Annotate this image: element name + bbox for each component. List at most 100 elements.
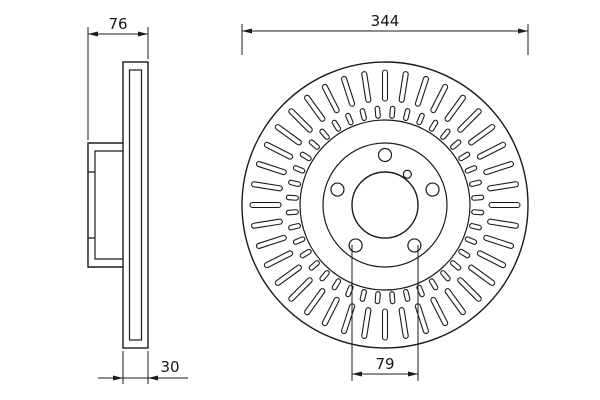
- dimension-outer-diameter: 344: [241, 12, 529, 55]
- dimension-ring-thickness: 30: [98, 351, 188, 384]
- vent-slot: [331, 278, 342, 291]
- vent-slot: [416, 112, 425, 126]
- arrowhead-left: [242, 28, 252, 34]
- side-view: [87, 61, 149, 349]
- bolt-hole: [330, 182, 345, 197]
- vent-slot: [468, 264, 496, 286]
- vent-slot: [263, 250, 294, 269]
- vent-slot: [464, 236, 478, 245]
- vent-slot: [458, 151, 471, 162]
- vent-slot: [414, 303, 429, 335]
- vent-slot: [251, 181, 283, 192]
- vent-slot: [476, 141, 507, 160]
- vent-slot: [468, 124, 496, 146]
- bolt-hole: [348, 238, 363, 253]
- vent-slot: [304, 288, 326, 316]
- vent-slot: [487, 218, 519, 229]
- vent-slot: [308, 139, 320, 150]
- arrowhead-left: [113, 375, 123, 381]
- vent-slot: [274, 264, 302, 286]
- vent-slot: [381, 308, 389, 341]
- bolt-hole: [377, 147, 393, 163]
- vent-slot: [457, 108, 482, 133]
- vent-slot: [255, 161, 287, 176]
- vent-cavity-profile: [128, 69, 143, 341]
- vent-slot: [292, 165, 306, 174]
- vent-slot: [251, 218, 283, 229]
- vent-slot: [444, 288, 466, 316]
- vent-slot: [359, 108, 367, 122]
- bolt-hole: [425, 182, 440, 197]
- vent-slot: [341, 75, 356, 107]
- vent-slot: [444, 94, 466, 122]
- vent-slot: [487, 181, 519, 192]
- vent-slot: [308, 260, 320, 271]
- vent-slot: [398, 307, 409, 339]
- vent-slot: [288, 179, 302, 187]
- vent-slot: [430, 83, 449, 114]
- vent-slot: [299, 151, 312, 162]
- vent-slot: [249, 201, 282, 209]
- dimension-total-width: 76: [87, 15, 149, 140]
- vent-slot: [361, 71, 372, 103]
- center-bore-circle: [351, 171, 419, 239]
- vent-slot: [274, 124, 302, 146]
- vent-slot: [288, 108, 313, 133]
- vent-slot: [331, 119, 342, 132]
- arrowhead-right: [138, 31, 148, 37]
- vent-slot: [263, 141, 294, 160]
- vent-slot: [483, 161, 515, 176]
- vent-slot: [321, 296, 340, 327]
- dimension-label-outer-diameter: 344: [371, 12, 400, 30]
- vent-slot: [374, 291, 381, 305]
- dimension-label-total-width: 76: [108, 15, 127, 33]
- arrowhead-left: [88, 31, 98, 37]
- vent-slot: [476, 250, 507, 269]
- vent-slot: [457, 277, 482, 302]
- hub-flange-circle: [322, 142, 448, 268]
- vent-slot: [381, 69, 389, 102]
- vent-slot: [450, 260, 462, 271]
- vent-slot: [458, 248, 471, 259]
- vent-slot: [361, 307, 372, 339]
- set-screw-hole: [402, 169, 412, 179]
- vent-slot: [464, 165, 478, 174]
- dimension-label-ring-thickness: 30: [160, 358, 179, 376]
- vent-slot: [403, 108, 411, 122]
- dimension-center-bore: 79: [351, 245, 419, 381]
- vent-slot: [471, 209, 485, 216]
- vent-slot: [319, 270, 330, 282]
- vent-slot: [285, 194, 299, 201]
- outer-diameter-circle: [241, 61, 529, 349]
- vent-slot: [321, 83, 340, 114]
- vent-slot: [299, 248, 312, 259]
- vent-slot: [450, 139, 462, 150]
- vent-slot: [468, 223, 482, 231]
- vent-slot: [414, 75, 429, 107]
- vent-slot: [345, 112, 354, 126]
- vent-slot: [428, 119, 439, 132]
- vent-slot-pattern: [249, 69, 521, 341]
- friction-ring-profile: [122, 61, 149, 349]
- vent-slot: [483, 234, 515, 249]
- arrowhead-right: [408, 371, 418, 377]
- vent-slot: [255, 234, 287, 249]
- vent-slot: [440, 128, 451, 140]
- vent-slot: [304, 94, 326, 122]
- front-view: [241, 61, 529, 349]
- hat-outer-profile: [87, 142, 123, 268]
- vent-slot: [398, 71, 409, 103]
- friction-band-inner-circle: [299, 119, 471, 291]
- vent-slot: [430, 296, 449, 327]
- vent-slot: [359, 288, 367, 302]
- vent-slot: [428, 278, 439, 291]
- vent-slot: [389, 105, 396, 119]
- arrowhead-left: [352, 371, 362, 377]
- dimension-label-center-bore: 79: [375, 355, 394, 373]
- vent-slot: [471, 194, 485, 201]
- vent-slot: [440, 270, 451, 282]
- arrowhead-right: [518, 28, 528, 34]
- vent-slot: [488, 201, 521, 209]
- bolt-hole: [407, 238, 422, 253]
